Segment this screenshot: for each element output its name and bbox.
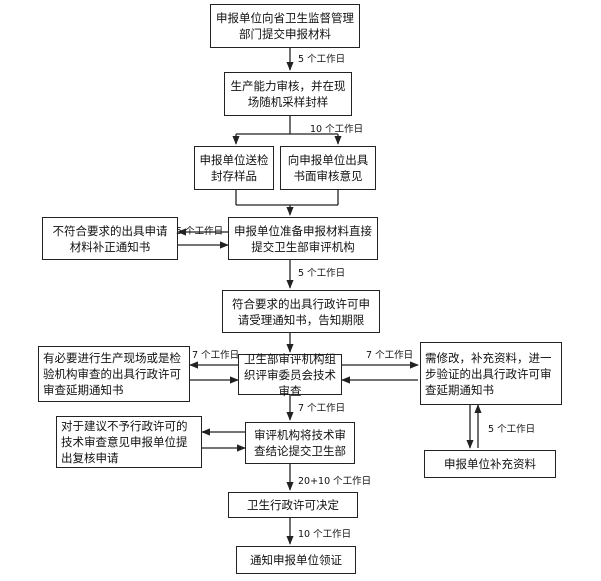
- label-d5a: 5 个工作日: [298, 54, 346, 65]
- label-d5c: 5 个工作日: [298, 268, 346, 279]
- node-prepare: 申报单位准备申报材料直接提交卫生部审评机构: [228, 217, 378, 260]
- node-inspect: 生产能力审核，并在现场随机采样封样: [224, 72, 352, 116]
- node-supplement: 申报单位补充资料: [424, 450, 556, 478]
- node-inspect-text: 生产能力审核，并在现场随机采样封样: [230, 79, 346, 109]
- node-review: 卫生部审评机构组织评审委员会技术审查: [238, 352, 342, 398]
- node-reexam-text: 对于建议不予行政许可的技术审查意见申报单位提出复核申请: [61, 419, 188, 465]
- node-decision: 卫生行政许可决定: [228, 492, 358, 518]
- node-non-conform-text: 不符合要求的出具申请材料补正通知书: [52, 223, 168, 254]
- node-submit-text: 申报单位向省卫生监督管理部门提交申报材料: [216, 11, 354, 41]
- node-conclusion-text: 审评机构将技术审查结论提交卫生部: [254, 428, 346, 458]
- node-send-sample: 申报单位送检封存样品: [194, 146, 274, 190]
- node-modify: 需修改，补充资料，进一步验证的出具行政许可审查延期通知书: [420, 342, 562, 405]
- node-send-sample-text: 申报单位送检封存样品: [199, 153, 269, 183]
- label-d7a: 7 个工作日: [192, 350, 240, 361]
- node-submit: 申报单位向省卫生监督管理部门提交申报材料: [210, 4, 360, 48]
- node-site-check-text: 有必要进行生产现场或是检验机构审查的出具行政许可审查延期通知书: [43, 351, 181, 397]
- node-review-text: 卫生部审评机构组织评审委员会技术审查: [244, 351, 336, 398]
- label-d5d: 5 个工作日: [488, 424, 536, 435]
- node-notify: 通知申报单位领证: [236, 546, 356, 574]
- label-d5b: 5 个工作日: [176, 226, 224, 237]
- label-d10a: 10 个工作日: [310, 124, 364, 135]
- node-accept: 符合要求的出具行政许可申请受理通知书，告知期限: [222, 290, 380, 333]
- node-modify-text: 需修改，补充资料，进一步验证的出具行政许可审查延期通知书: [425, 350, 552, 397]
- node-prepare-text: 申报单位准备申报材料直接提交卫生部审评机构: [234, 223, 372, 254]
- label-d20: 20+10 个工作日: [298, 476, 372, 487]
- node-opinion: 向申报单位出具书面审核意见: [280, 146, 376, 190]
- node-opinion-text: 向申报单位出具书面审核意见: [287, 153, 369, 183]
- node-reexam: 对于建议不予行政许可的技术审查意见申报单位提出复核申请: [56, 416, 202, 468]
- node-decision-text: 卫生行政许可决定: [247, 498, 339, 512]
- label-d7b: 7 个工作日: [366, 350, 414, 361]
- node-site-check: 有必要进行生产现场或是检验机构审查的出具行政许可审查延期通知书: [38, 346, 190, 402]
- label-d7c: 7 个工作日: [298, 403, 346, 414]
- node-conclusion: 审评机构将技术审查结论提交卫生部: [245, 422, 355, 464]
- node-non-conform: 不符合要求的出具申请材料补正通知书: [42, 217, 178, 260]
- node-supplement-text: 申报单位补充资料: [444, 457, 536, 471]
- node-accept-text: 符合要求的出具行政许可申请受理通知书，告知期限: [232, 296, 370, 327]
- label-d10b: 10 个工作日: [298, 529, 352, 540]
- node-notify-text: 通知申报单位领证: [250, 553, 342, 567]
